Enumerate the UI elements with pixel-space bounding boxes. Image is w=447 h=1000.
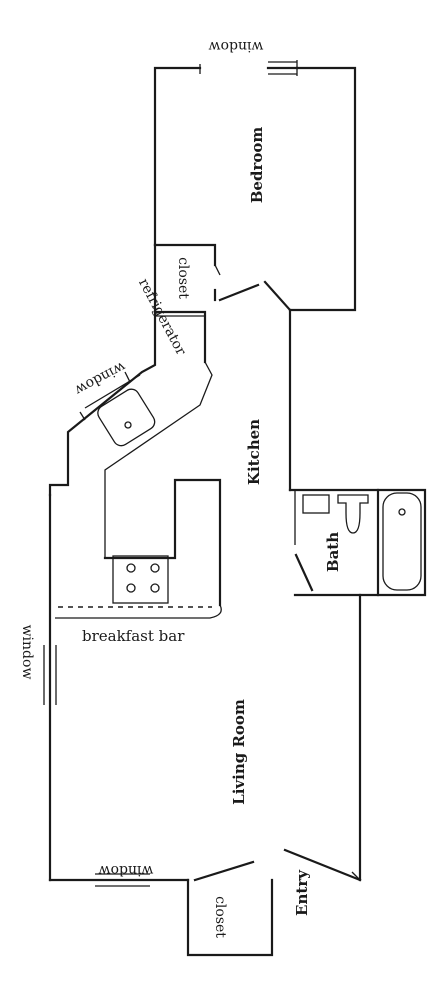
bottom-wall <box>48 848 362 957</box>
bath-walls <box>288 488 427 597</box>
bedroom-walls <box>153 60 357 312</box>
left-wall <box>43 493 57 882</box>
window-label-kitchen: window <box>72 358 128 398</box>
window-label-left: window <box>19 625 35 680</box>
breakfast-bar-label: breakfast bar <box>82 627 185 645</box>
bedroom-label: Bedroom <box>248 127 266 204</box>
closet-label-upper: closet <box>175 257 191 299</box>
kitchen-counter <box>48 310 213 558</box>
window-label-top: window <box>209 38 264 54</box>
living-room-label: Living Room <box>230 699 248 805</box>
kitchen-label: Kitchen <box>245 419 263 485</box>
refrigerator-niche <box>153 310 207 364</box>
stove-counter <box>55 478 222 619</box>
bath-label: Bath <box>324 532 342 572</box>
upper-closet <box>153 243 292 314</box>
window-label-bottom: window <box>99 862 154 878</box>
closet-label-lower: closet <box>212 896 228 938</box>
entry-label: Entry <box>293 869 311 916</box>
right-wall <box>288 308 362 882</box>
